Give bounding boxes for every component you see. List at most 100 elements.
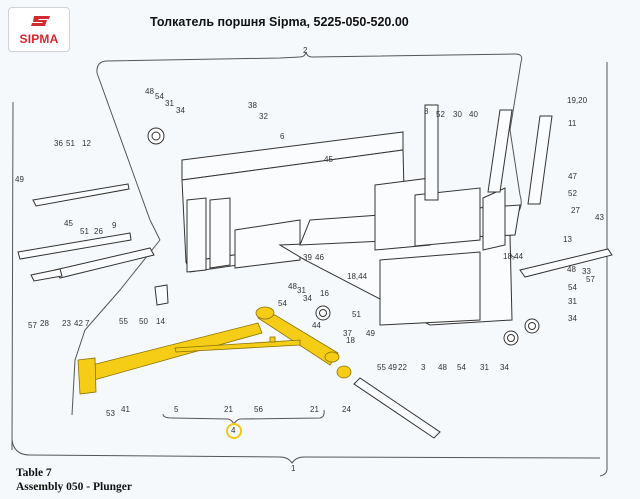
bar-9 (17, 232, 132, 260)
callout-49: 49 (388, 363, 397, 372)
callout-48: 48 (567, 265, 576, 274)
callout-21: 21 (310, 405, 319, 414)
callout-38: 38 (248, 101, 257, 110)
callout-48: 48 (438, 363, 447, 372)
callout-57: 57 (586, 275, 595, 284)
callout-31: 31 (568, 297, 577, 306)
callout-55: 55 (119, 317, 128, 326)
callout-51: 51 (66, 139, 75, 148)
callout-6: 6 (280, 132, 285, 141)
callout-18-44: 18,44 (347, 272, 368, 281)
table-label: Table 7 (16, 467, 52, 479)
callout-36: 36 (54, 139, 63, 148)
callout-54: 54 (568, 283, 577, 292)
callout-24: 24 (342, 405, 351, 414)
left-outline (96, 72, 161, 241)
callout-23: 23 (62, 319, 71, 328)
bars-left (17, 109, 613, 439)
page-title: Толкатель поршня Sipma, 5225-050-520.00 (150, 15, 409, 29)
callout-16: 16 (320, 289, 329, 298)
callout-51: 51 (352, 310, 361, 319)
callout-34: 34 (176, 106, 185, 115)
callout-22: 22 (398, 363, 407, 372)
plunger-assembly-highlight (77, 306, 352, 395)
callout-45: 45 (64, 219, 73, 228)
callout-44: 44 (312, 321, 321, 330)
callout-4: 4 (231, 426, 236, 435)
callout-54: 54 (278, 299, 287, 308)
callout-47: 47 (568, 172, 577, 181)
callout-48: 48 (145, 87, 154, 96)
callout-31: 31 (297, 286, 306, 295)
callout-13: 13 (563, 235, 572, 244)
callout-5: 5 (174, 405, 179, 414)
callout-48: 48 (288, 282, 297, 291)
callout-49: 49 (366, 329, 375, 338)
callout-34: 34 (303, 294, 312, 303)
rod-24 (353, 377, 441, 439)
callout-31: 31 (165, 99, 174, 108)
callout-55: 55 (377, 363, 386, 372)
bracket-14 (154, 284, 169, 306)
callout-2: 2 (303, 46, 308, 55)
callout-46: 46 (315, 253, 324, 262)
part-5-brace (174, 339, 301, 353)
callout-40: 40 (469, 110, 478, 119)
bar-12 (32, 183, 130, 207)
callout-43: 43 (595, 213, 604, 222)
callout-3: 3 (421, 363, 426, 372)
callout-8: 8 (424, 107, 429, 116)
callout-19-20: 19,20 (567, 96, 588, 105)
callout-31: 31 (480, 363, 489, 372)
callout-49: 49 (15, 175, 24, 184)
callout-7: 7 (85, 319, 90, 328)
callout-28: 28 (40, 319, 49, 328)
callout-11: 11 (568, 119, 577, 128)
callout-9: 9 (112, 221, 117, 230)
callout-26: 26 (94, 227, 103, 236)
sipma-logo-text: SIPMA (19, 32, 59, 46)
selected-callout-ring (226, 423, 242, 439)
callout-30: 30 (453, 110, 462, 119)
callout-18-44: 18,44 (503, 252, 524, 261)
callout-12: 12 (82, 139, 91, 148)
part-5-plate (77, 357, 97, 395)
callout-33: 33 (582, 267, 591, 276)
callout-52: 52 (436, 110, 445, 119)
callout-21: 21 (224, 405, 233, 414)
callout-39: 39 (303, 253, 312, 262)
callout-41: 41 (121, 405, 130, 414)
callout-57: 57 (28, 321, 37, 330)
callout-53: 53 (106, 409, 115, 418)
callout-34: 34 (500, 363, 509, 372)
callout-14: 14 (156, 317, 165, 326)
assembly-label: Assembly 050 - Plunger (16, 481, 132, 493)
callout-42: 42 (74, 319, 83, 328)
strip-1920 (487, 109, 513, 193)
knobs (147, 127, 540, 346)
callout-56: 56 (254, 405, 263, 414)
strip-11 (527, 115, 553, 205)
part-56-nipple (269, 336, 276, 343)
bar-7 (54, 247, 155, 279)
right-rail (599, 62, 608, 477)
callout-45: 45 (324, 155, 333, 164)
callout-54: 54 (457, 363, 466, 372)
callout-37: 37 (343, 329, 352, 338)
callout-18: 18 (346, 336, 355, 345)
callout-52: 52 (568, 189, 577, 198)
callout-34: 34 (568, 314, 577, 323)
callout-51: 51 (80, 227, 89, 236)
bar-13 (519, 248, 613, 278)
frame-part (181, 104, 521, 326)
callout-1: 1 (291, 464, 296, 473)
callout-32: 32 (259, 112, 268, 121)
callout-54: 54 (155, 92, 164, 101)
brace-4 (162, 409, 325, 426)
callout-27: 27 (571, 206, 580, 215)
part-21-bushing-a (255, 306, 275, 320)
callout-50: 50 (139, 317, 148, 326)
part-21-bushing-b (336, 365, 352, 379)
sipma-logo: SIPMA (8, 7, 70, 52)
